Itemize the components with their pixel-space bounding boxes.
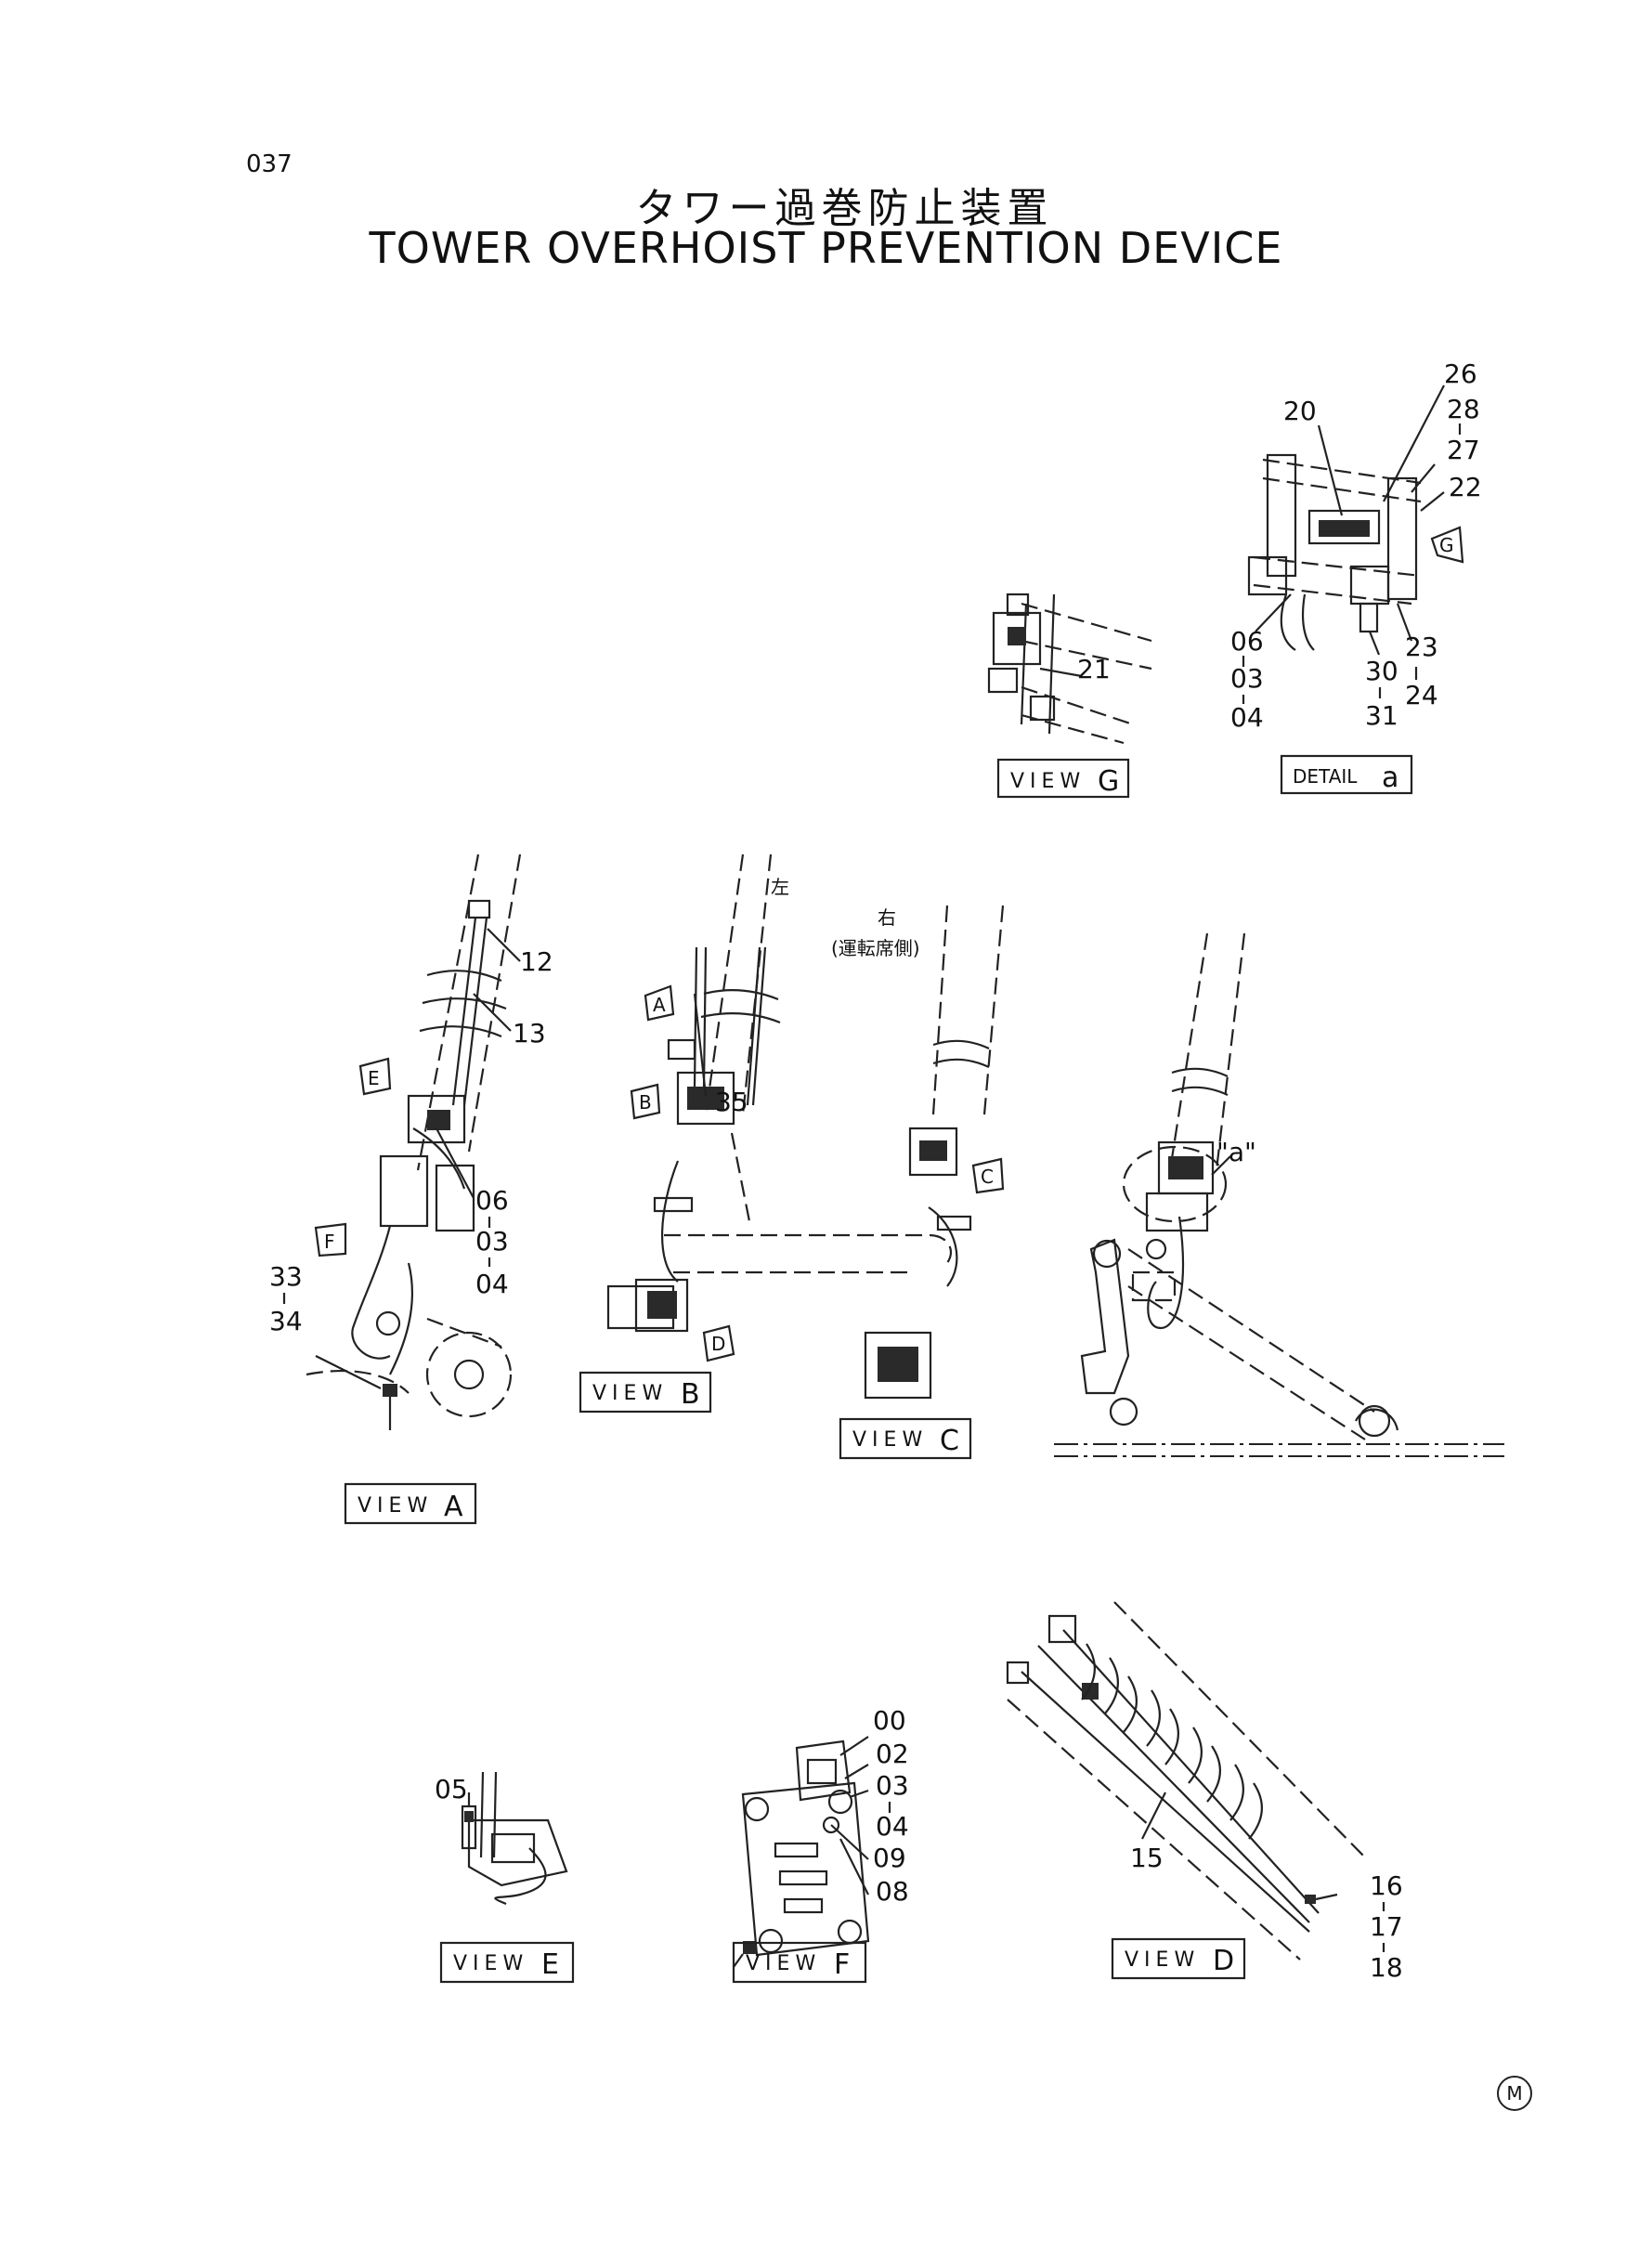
view-a-drawing	[306, 853, 522, 1430]
view-c-box: VIEW C	[839, 1417, 972, 1460]
callout-a-letter: A	[653, 994, 666, 1016]
view-b-box-prefix: VIEW	[592, 1382, 668, 1405]
view-b-callout-d: D	[702, 1324, 735, 1362]
detail-a-label-03: 03	[1230, 663, 1264, 694]
view-e-box-prefix: VIEW	[453, 1952, 528, 1975]
view-e-label-05: 05	[435, 1774, 468, 1804]
detail-a-label-04: 04	[1230, 702, 1264, 733]
view-b-box: VIEW B	[579, 1371, 712, 1414]
view-f-label-03: 03	[876, 1770, 909, 1801]
view-a-label-33: 33	[269, 1261, 303, 1292]
view-b-drawing	[606, 853, 1005, 1400]
view-b-label-35: 35	[715, 1087, 748, 1117]
detail-a-label-30: 30	[1365, 656, 1398, 686]
detail-a-box: DETAIL a	[1280, 754, 1413, 795]
callout-f-letter: F	[324, 1231, 335, 1253]
callout-b-letter: B	[639, 1091, 652, 1114]
detail-a-box-prefix: DETAIL	[1293, 765, 1358, 788]
detail-a-label-28: 28	[1447, 394, 1480, 424]
detail-a-label-24: 24	[1405, 680, 1438, 710]
view-d-label-15: 15	[1130, 1843, 1164, 1873]
view-c-callout-c: C	[971, 1157, 1005, 1194]
view-f-box-letter: F	[834, 1948, 850, 1981]
view-f-box-prefix: VIEW	[746, 1952, 821, 1975]
view-a-label-34: 34	[269, 1306, 303, 1336]
view-a-label-04: 04	[475, 1269, 509, 1299]
view-d-box-prefix: VIEW	[1125, 1948, 1200, 1972]
callout-g-letter: G	[1439, 534, 1454, 556]
view-g-drawing	[987, 593, 1152, 745]
detail-a-callout-g: G	[1430, 526, 1464, 564]
view-d-box: VIEW D	[1111, 1937, 1246, 1980]
side-view-detail-marker: "a"	[1216, 1137, 1256, 1167]
view-a-label-06: 06	[475, 1185, 509, 1216]
callout-d-letter: D	[711, 1333, 725, 1355]
callout-e-letter: E	[368, 1067, 380, 1089]
detail-a-label-23: 23	[1405, 632, 1438, 662]
view-a-box: VIEW A	[344, 1482, 477, 1525]
view-e-drawing	[461, 1771, 568, 1906]
view-a-callout-e: E	[358, 1057, 392, 1096]
view-f-box: VIEW F	[732, 1941, 867, 1984]
view-f-label-02: 02	[876, 1739, 909, 1769]
corner-marker: M	[1497, 2076, 1532, 2111]
detail-a-box-letter: a	[1382, 762, 1398, 794]
view-f-label-04: 04	[876, 1811, 909, 1842]
callout-c-letter: C	[981, 1166, 994, 1188]
detail-a-label-22: 22	[1449, 472, 1482, 502]
title-japanese: タワー過巻防止装置	[635, 185, 1054, 232]
side-view-drawing	[1054, 932, 1504, 1457]
view-f-label-00: 00	[873, 1705, 906, 1736]
view-g-box-prefix: VIEW	[1010, 770, 1086, 793]
view-b-note-right: 右	[878, 906, 896, 929]
detail-a-label-06: 06	[1230, 626, 1264, 657]
view-e-box: VIEW E	[439, 1941, 575, 1984]
detail-a-label-20: 20	[1283, 396, 1317, 426]
view-c-box-letter: C	[940, 1425, 959, 1457]
view-d-label-17: 17	[1370, 1911, 1403, 1942]
view-f-label-08: 08	[876, 1876, 909, 1907]
view-g-box-letter: G	[1098, 765, 1119, 798]
view-d-label-16: 16	[1370, 1870, 1403, 1901]
detail-a-drawing	[1247, 384, 1445, 656]
view-a-box-prefix: VIEW	[358, 1494, 433, 1518]
view-d-box-letter: D	[1213, 1945, 1234, 1977]
view-d-label-18: 18	[1370, 1952, 1403, 1983]
view-b-callout-a: A	[644, 984, 675, 1022]
view-f-label-09: 09	[873, 1843, 906, 1873]
detail-a-label-26: 26	[1444, 358, 1477, 389]
view-a-callout-f: F	[314, 1222, 347, 1257]
view-b-note-operator-side: (運転席側)	[831, 937, 920, 959]
view-a-label-12: 12	[520, 946, 553, 977]
view-a-label-03: 03	[475, 1226, 509, 1257]
view-b-callout-b: B	[630, 1083, 661, 1120]
view-b-note-left: 左	[771, 876, 789, 898]
view-a-box-letter: A	[444, 1491, 463, 1523]
view-b-box-letter: B	[681, 1378, 700, 1411]
detail-a-label-31: 31	[1365, 700, 1398, 731]
page-number: 037	[246, 150, 293, 178]
view-c-box-prefix: VIEW	[852, 1428, 928, 1452]
view-f-drawing	[733, 1736, 870, 1968]
view-g-label-21: 21	[1077, 654, 1111, 684]
view-a-label-13: 13	[513, 1018, 546, 1049]
title-english: TOWER OVERHOIST PREVENTION DEVICE	[369, 223, 1283, 273]
view-d-drawing	[1006, 1601, 1366, 1961]
view-e-box-letter: E	[541, 1948, 559, 1981]
detail-a-label-27: 27	[1447, 435, 1480, 465]
view-g-box: VIEW G	[996, 758, 1130, 799]
